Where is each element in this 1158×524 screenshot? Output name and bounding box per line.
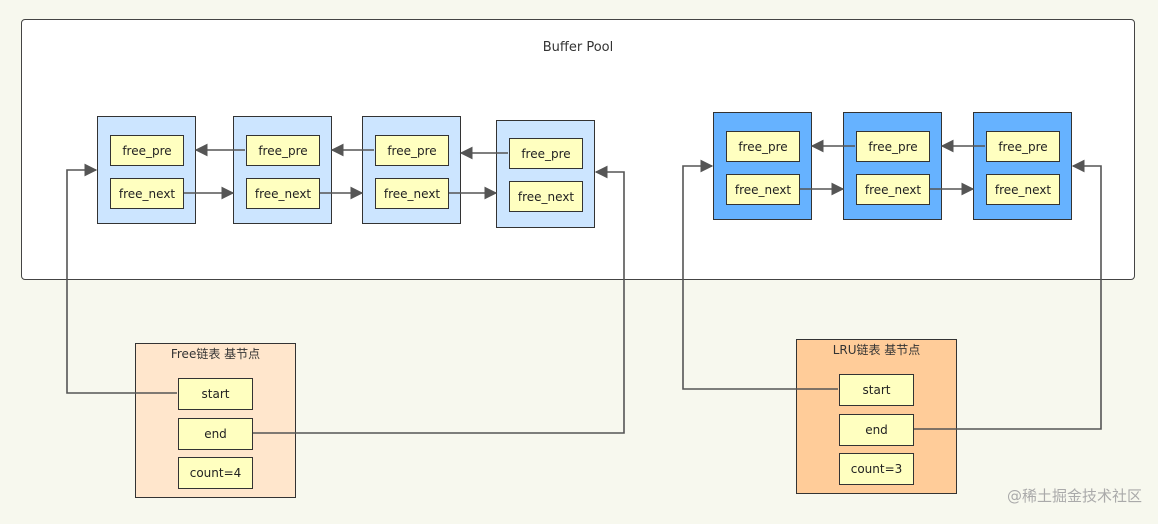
free-list-base-node: Free链表 基节点 start end count=4 xyxy=(135,343,296,498)
lru-page-2: free_pre free_next xyxy=(843,112,942,220)
free-next-cell: free_next xyxy=(375,178,449,209)
count-cell: count=4 xyxy=(178,457,253,489)
free-pre-cell: free_pre xyxy=(509,138,583,169)
free-page-1: free_pre free_next xyxy=(97,116,196,224)
lru-list-base-node-title: LRU链表 基节点 xyxy=(832,343,921,357)
lru-page-1: free_pre free_next xyxy=(713,112,812,220)
free-next-cell: free_next xyxy=(509,181,583,212)
start-cell: start xyxy=(178,378,253,410)
buffer-pool-title: Buffer Pool xyxy=(542,40,614,55)
free-next-cell: free_next xyxy=(726,174,800,205)
free-page-4: free_pre free_next xyxy=(496,120,595,228)
free-start-link xyxy=(66,163,177,394)
watermark: @稀土掘金技术社区 xyxy=(1006,487,1142,505)
free-page-2: free_pre free_next xyxy=(233,116,332,224)
free-next-cell: free_next xyxy=(856,174,930,205)
lru-end-link xyxy=(914,159,1102,430)
free-page-3: free_pre free_next xyxy=(362,116,461,224)
free-pre-cell: free_pre xyxy=(726,131,800,162)
free-pre-cell: free_pre xyxy=(856,131,930,162)
free-next-cell: free_next xyxy=(246,178,320,209)
count-cell: count=3 xyxy=(839,453,914,485)
end-cell: end xyxy=(839,414,914,446)
lru-start-link xyxy=(682,159,838,390)
free-next-cell: free_next xyxy=(110,178,184,209)
free-end-link xyxy=(253,165,625,434)
start-cell: start xyxy=(839,374,914,406)
lru-page-3: free_pre free_next xyxy=(973,112,1072,220)
free-list-base-node-title: Free链表 基节点 xyxy=(170,347,261,361)
free-next-cell: free_next xyxy=(986,174,1060,205)
free-pre-cell: free_pre xyxy=(110,135,184,166)
free-pre-cell: free_pre xyxy=(375,135,449,166)
free-pre-cell: free_pre xyxy=(246,135,320,166)
end-cell: end xyxy=(178,418,253,450)
lru-list-base-node: LRU链表 基节点 start end count=3 xyxy=(796,339,957,494)
free-pre-cell: free_pre xyxy=(986,131,1060,162)
